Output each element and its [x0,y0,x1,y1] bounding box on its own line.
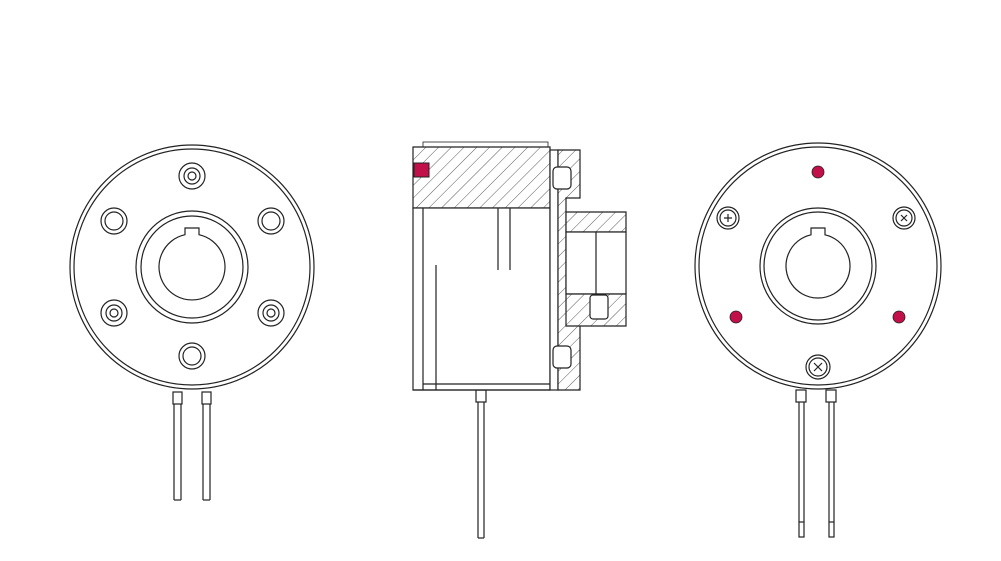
side-coil-housing-section [412,146,551,209]
back-hub-outer [759,207,877,325]
side-lead-wire [475,389,487,539]
side-housing-body [412,207,551,391]
side-set-screw [589,294,609,320]
front-view [69,144,315,501]
side-hub-upper-section [565,211,627,233]
front-mounting-holes [100,162,285,370]
back-screw-top-right [892,206,916,230]
back-keyed-bore [785,227,851,299]
front-keyed-bore [158,227,226,301]
side-red-marker [413,162,430,178]
side-section-view [412,141,627,539]
back-screw-bottom [805,354,831,380]
back-red-pins [729,165,906,324]
back-hub-inner [763,211,873,321]
side-housing-lip [422,141,549,148]
side-upper-screw [552,166,572,190]
back-screw-top-left [716,206,740,230]
back-housing-rim [698,146,938,386]
front-lead-wires [172,391,212,501]
back-housing-outer [694,142,942,390]
back-lead-wires [795,389,837,538]
back-view [694,142,942,538]
front-hub-outer [135,210,249,324]
side-lower-screw [552,345,572,369]
front-housing-rim [73,148,311,386]
front-hub-inner [140,215,244,319]
front-housing-outer [69,144,315,390]
